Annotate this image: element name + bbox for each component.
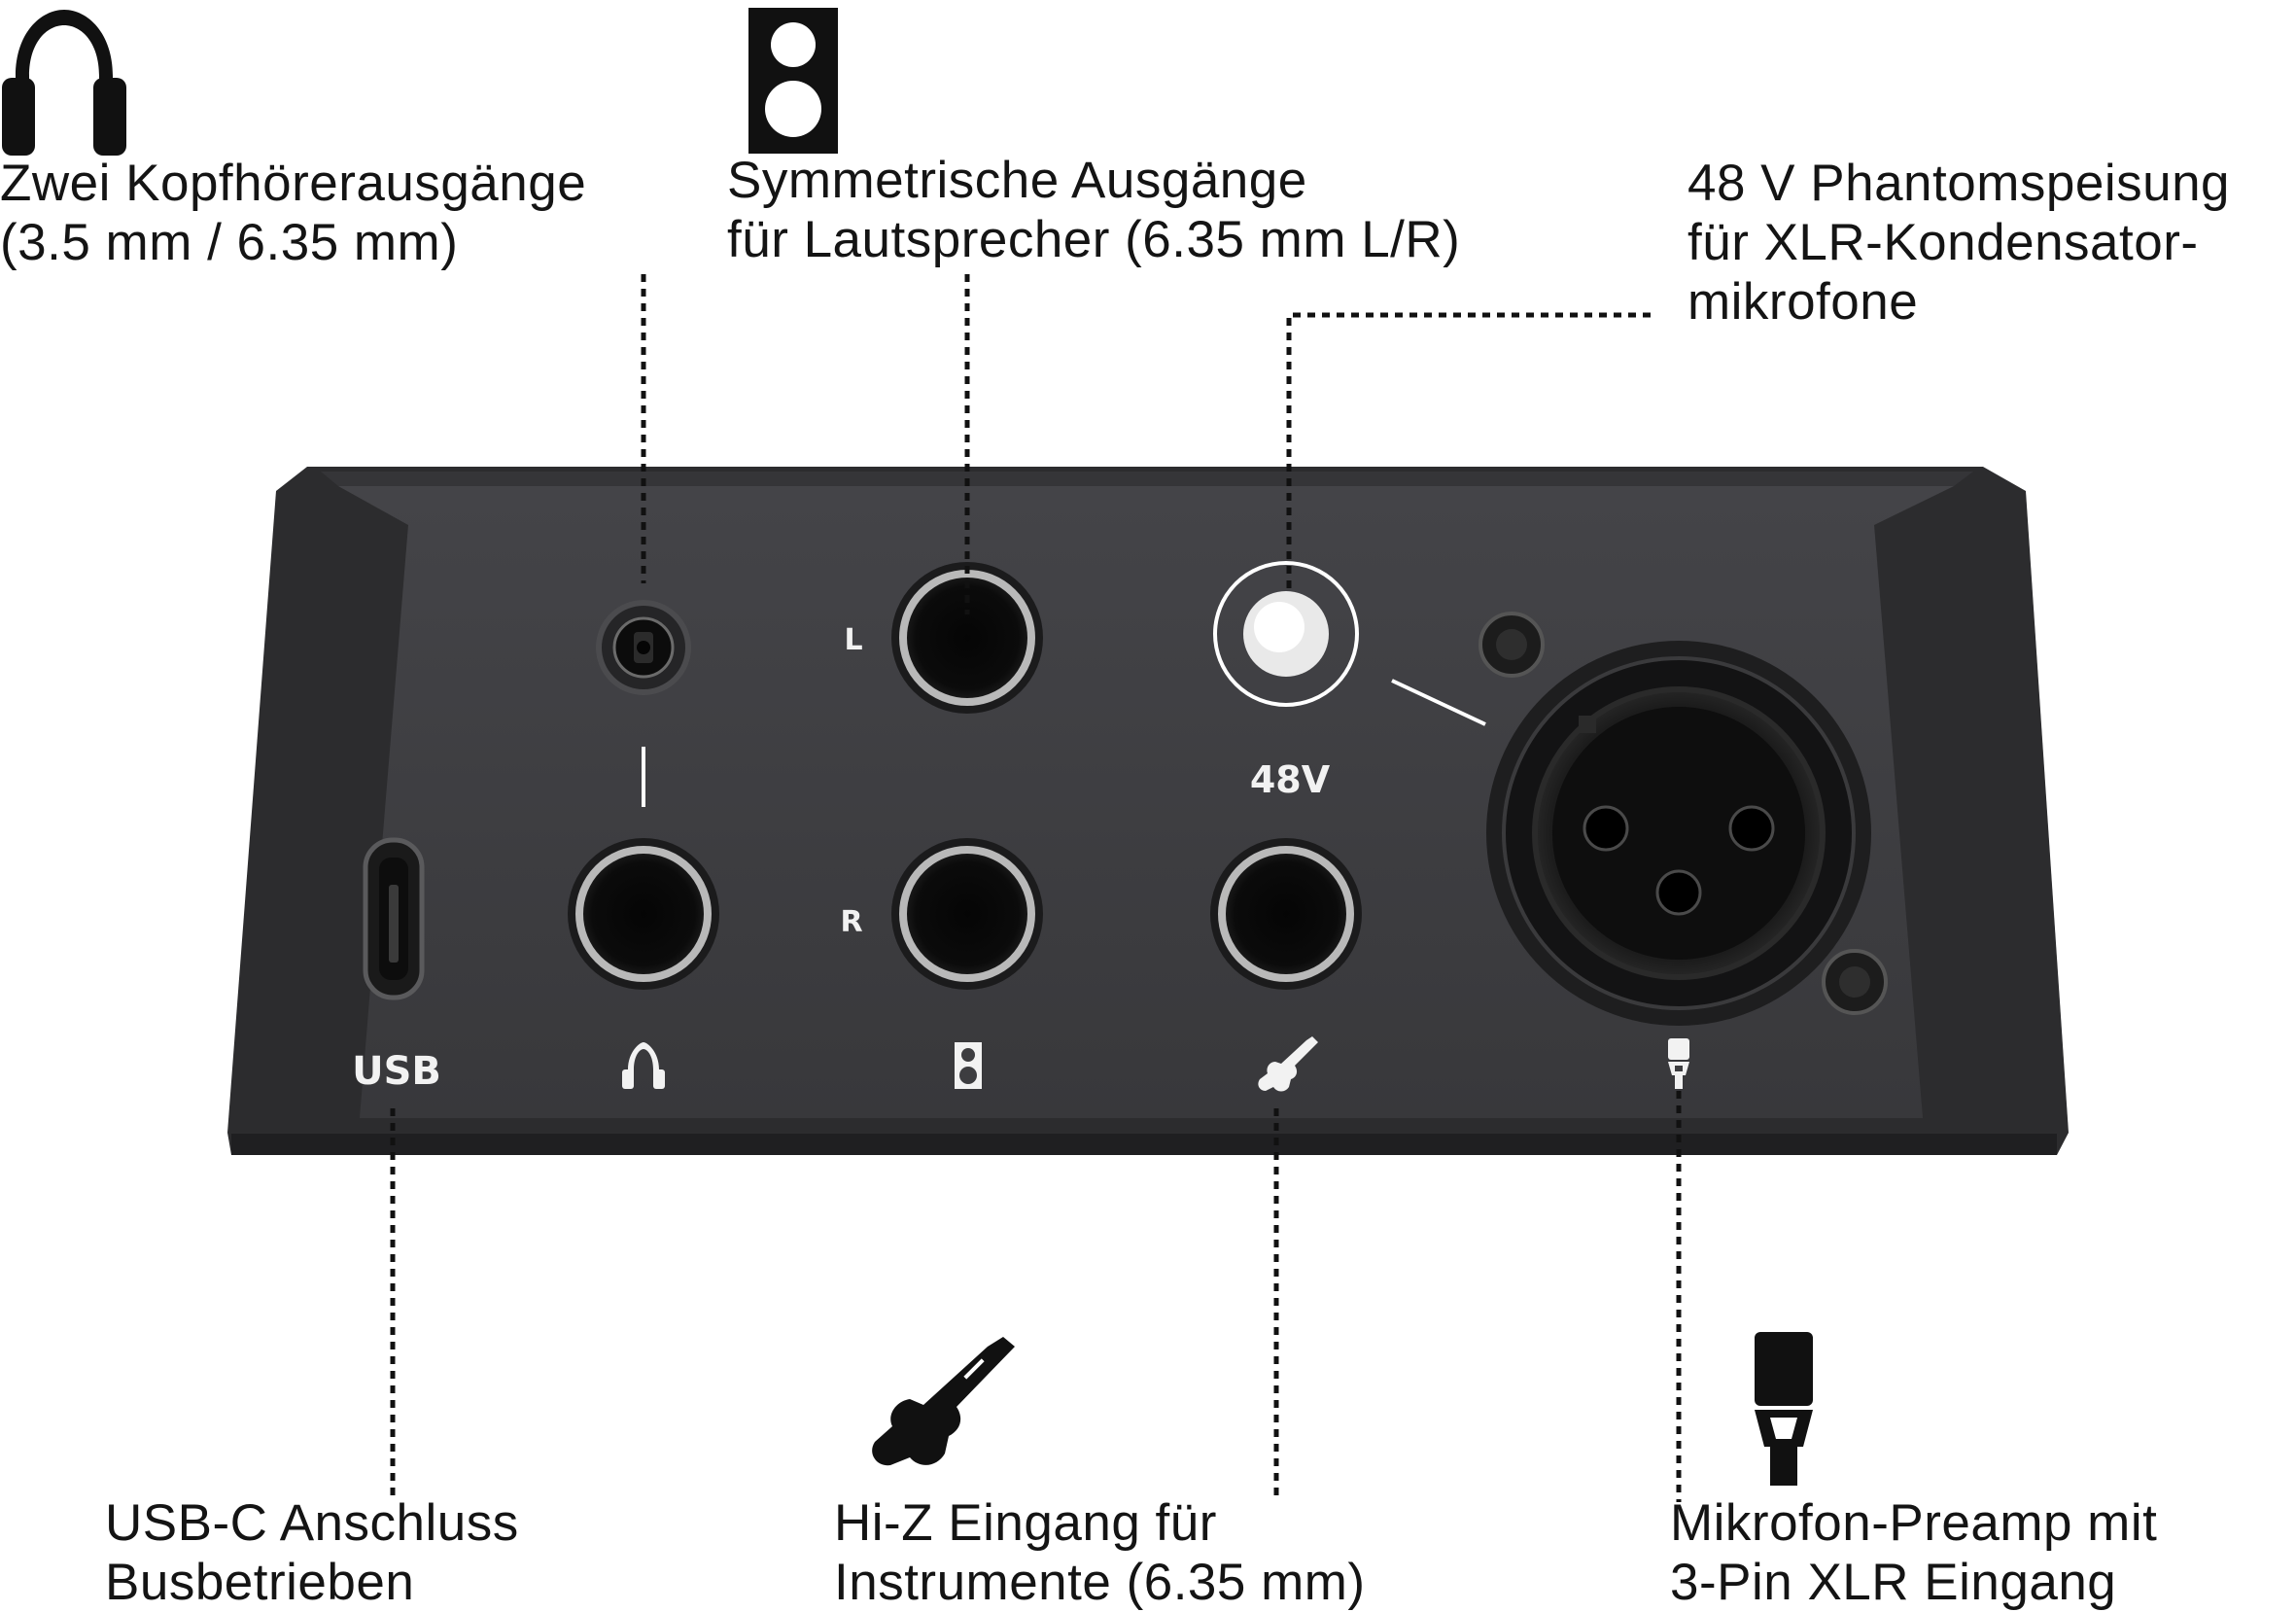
leader-phantom: [1286, 312, 1651, 593]
instrument-jack: [1210, 838, 1362, 990]
headphones-callout-line2: (3.5 mm / 6.35 mm): [0, 214, 459, 271]
output-jack-left: [891, 562, 1043, 714]
usb-c-port: [363, 837, 425, 1000]
panel-usb-label: USB: [352, 1049, 441, 1094]
speakers-callout-line2: für Lautsprecher (6.35 mm L/R): [727, 211, 1461, 268]
usb-callout-line1: USB-C Anschluss: [105, 1494, 519, 1552]
instrument-callout-line1: Hi-Z Eingang für: [834, 1494, 1217, 1552]
output-jack-right: [891, 838, 1043, 990]
panel-left-label: L: [844, 623, 862, 657]
usb-callout-line2: Busbetrieben: [105, 1554, 415, 1611]
phantom-callout: 48 V Phantomspeisung für XLR-Kondensator…: [1687, 154, 2230, 332]
headphones-callout-line1: Zwei Kopfhörerausgänge: [0, 155, 587, 212]
xlr-input: [1478, 612, 1888, 1026]
device-base: [231, 1134, 2057, 1155]
instrument-callout: Hi-Z Eingang für Instrumente (6.35 mm): [834, 1493, 1366, 1612]
panel-speaker-icon: [955, 1042, 982, 1089]
panel-microphone-icon: [1668, 1038, 1689, 1089]
instrument-callout-line2: Instrumente (6.35 mm): [834, 1554, 1366, 1611]
phantom-power-indicator: [1213, 561, 1359, 707]
speaker-icon: [748, 8, 838, 154]
mic-callout-line2: 3-Pin XLR Eingang: [1670, 1554, 2117, 1611]
panel-headphones-icon: [622, 1042, 665, 1089]
panel-48v-label: 48V: [1250, 758, 1331, 801]
leader-lines: [390, 274, 1682, 1502]
speakers-callout-line1: Symmetrische Ausgänge: [727, 152, 1307, 209]
speakers-callout: Symmetrische Ausgänge für Lautsprecher (…: [727, 151, 1460, 269]
mic-callout: Mikrofon-Preamp mit 3-Pin XLR Eingang: [1670, 1493, 2157, 1612]
mic-callout-line1: Mikrofon-Preamp mit: [1670, 1494, 2158, 1552]
microphone-icon: [1755, 1332, 1813, 1486]
phantom-callout-line2: für XLR-Kondensator-: [1687, 214, 2199, 271]
audio-interface-device: USB L R 48V: [227, 467, 2069, 1155]
headphones-icon: [2, 10, 126, 156]
phantom-to-xlr-line: [1391, 679, 1486, 726]
phantom-callout-line3: mikrofone: [1687, 273, 1919, 331]
device-top-edge: [321, 472, 1973, 486]
panel-right-label: R: [840, 905, 862, 939]
panel-guitar-icon: [1258, 1036, 1318, 1092]
guitar-icon: [872, 1337, 1015, 1466]
headphone-jack-3-5mm: [596, 600, 691, 695]
usb-callout: USB-C Anschluss Busbetrieben: [105, 1493, 519, 1612]
headphones-callout: Zwei Kopfhörerausgänge (3.5 mm / 6.35 mm…: [0, 154, 586, 272]
headphone-jack-6-35mm: [568, 838, 719, 990]
phantom-callout-line1: 48 V Phantomspeisung: [1687, 155, 2231, 212]
